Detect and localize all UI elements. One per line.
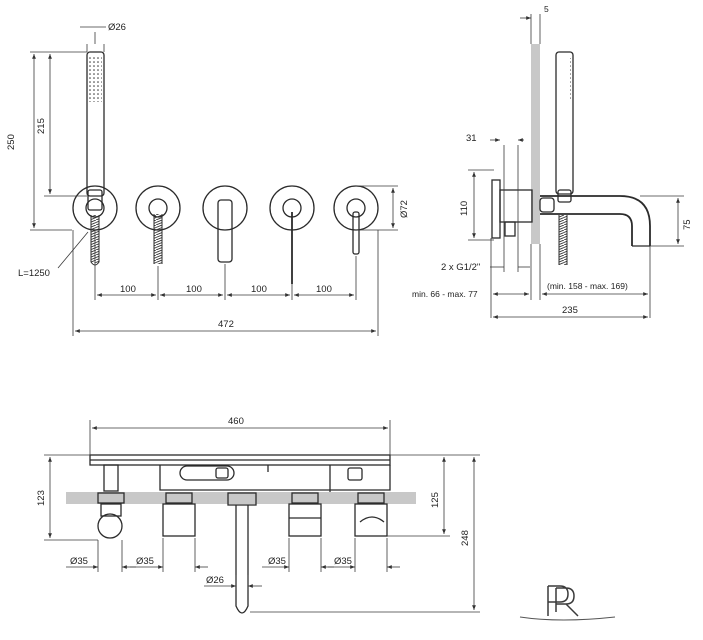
dim-75: 75 [682,219,693,230]
dim-31: 31 [466,133,477,144]
lever-5 [333,185,379,255]
outlet-2 [135,185,181,264]
dim-5: 5 [544,4,549,14]
dim-248: 248 [460,530,471,546]
spout-range: (min. 158 - max. 169) [547,281,628,291]
lever-4 [269,185,315,284]
dim-d72: Ø72 [399,200,410,218]
spacing-3: 100 [251,284,267,295]
dim-d26: Ø26 [108,22,126,33]
dim-d26-spout: Ø26 [206,575,224,586]
wall-section [66,492,416,504]
front-view: Ø26 250 215 Ø72 L=1250 100 100 100 100 [6,22,410,336]
dim-d35-3: Ø35 [268,556,286,567]
dim-123: 123 [36,490,47,506]
spacing-1: 100 [120,284,136,295]
dim-125: 125 [430,492,441,508]
lever-3 [202,185,248,263]
dim-215: 215 [36,118,47,134]
depth-range: min. 66 - max. 77 [412,289,478,299]
hose-length: L=1250 [18,268,50,279]
hand-shower [86,51,105,266]
dim-d35-1: Ø35 [70,556,88,567]
brand-logo [519,585,616,621]
spacing-4: 100 [316,284,332,295]
dim-460: 460 [228,416,244,427]
side-view: 5 31 110 75 2 x G1/2" [412,4,693,319]
dim-472: 472 [218,319,234,330]
dim-d35-2: Ø35 [136,556,154,567]
dim-250: 250 [6,134,17,150]
spacing-2: 100 [186,284,202,295]
top-view: 460 123 125 248 Ø35 Ø35 Ø35 [36,416,480,614]
connection-label: 2 x G1/2" [441,262,480,273]
dim-110: 110 [459,201,470,216]
dim-235: 235 [562,305,578,316]
dim-d35-4: Ø35 [334,556,352,567]
valve-body [499,189,533,223]
wall [531,44,540,244]
